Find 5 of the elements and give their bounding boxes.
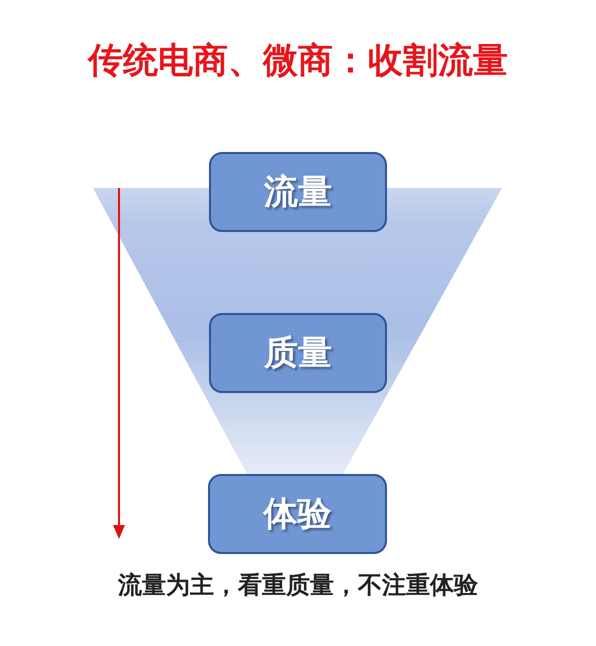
caption: 流量为主，看重质量，不注重体验 xyxy=(116,570,479,601)
process-box: 体验 xyxy=(208,474,387,554)
process-box: 流量 xyxy=(209,152,387,232)
process-box: 质量 xyxy=(209,313,387,393)
title: 传统电商、微商：收割流量 xyxy=(86,40,509,83)
